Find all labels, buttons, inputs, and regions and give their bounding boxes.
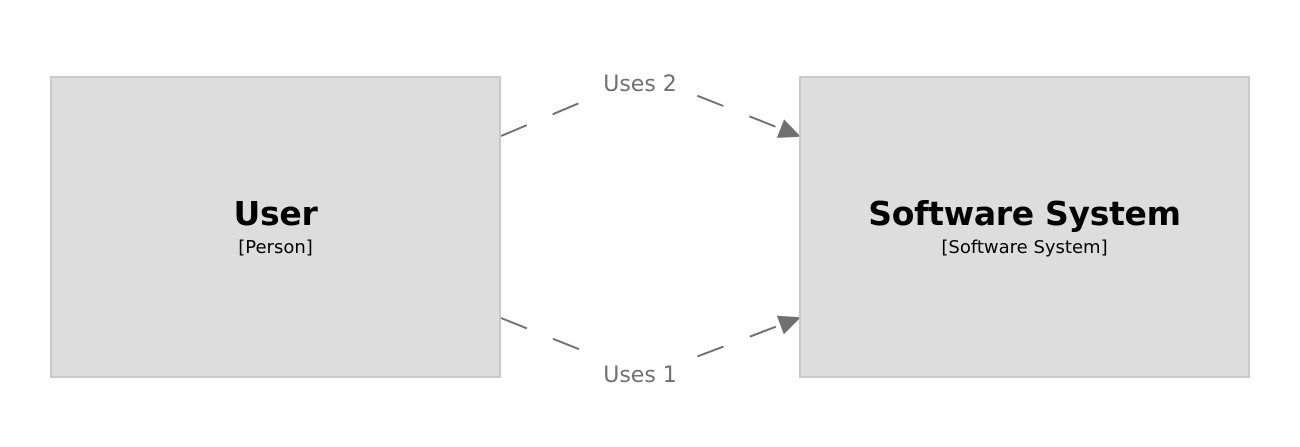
- element-software-system[interactable]: Software System [Software System]: [799, 76, 1250, 378]
- relationship-uses-1[interactable]: Uses 1: [500, 315, 801, 388]
- edge-label-uses-1: Uses 1: [603, 363, 677, 388]
- element-user[interactable]: User [Person]: [50, 76, 501, 378]
- element-title: User: [233, 194, 318, 233]
- edge-line-uses-1-left: [500, 317, 597, 357]
- element-type: [Person]: [238, 237, 313, 258]
- element-type: [Software System]: [941, 237, 1108, 258]
- edge-line-uses-2-left: [500, 95, 597, 137]
- edge-line-uses-2-right: [687, 91, 801, 138]
- edge-line-uses-1-right: [687, 315, 801, 361]
- element-title: Software System: [868, 194, 1181, 233]
- relationship-uses-2[interactable]: Uses 2: [500, 72, 801, 138]
- edge-label-uses-2: Uses 2: [603, 72, 677, 97]
